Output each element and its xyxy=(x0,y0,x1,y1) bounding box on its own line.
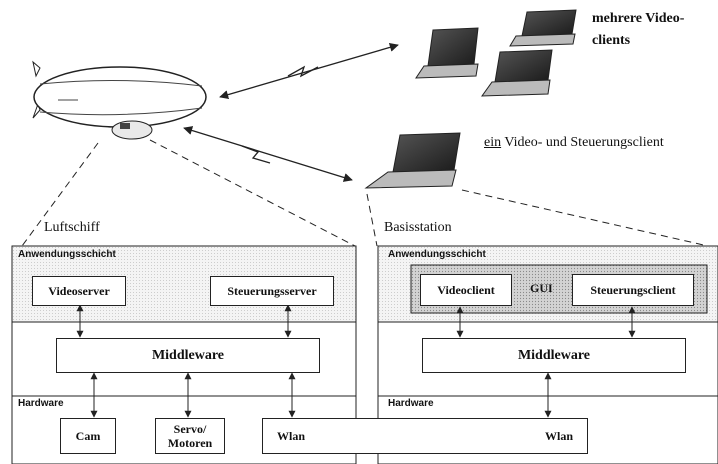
right-wlan-label: Wlan xyxy=(544,428,573,443)
laptop-icon xyxy=(481,49,553,97)
laptop-icon xyxy=(415,27,479,79)
gui-label: GUI xyxy=(530,281,553,295)
right-application-layer-label: Anwendungsschicht xyxy=(388,249,486,260)
servo-motoren-box: Servo/ Motoren xyxy=(155,418,225,454)
wlan-link-box: Wlan Wlan xyxy=(262,418,588,454)
luftschiff-title: Luftschiff xyxy=(44,220,100,235)
left-middleware-box: Middleware xyxy=(56,338,320,373)
laptop-icon xyxy=(509,9,577,47)
right-hardware-layer-label: Hardware xyxy=(388,398,434,409)
videoclient-box: Videoclient xyxy=(420,274,512,306)
steuerungsclient-box: Steuerungsclient xyxy=(572,274,694,306)
right-middleware-box: Middleware xyxy=(422,338,686,373)
airship-icon xyxy=(32,60,207,140)
basisstation-title: Basisstation xyxy=(384,220,452,235)
left-hardware-layer-label: Hardware xyxy=(18,398,64,409)
left-wlan-label: Wlan xyxy=(277,428,306,443)
steuerungsserver-box: Steuerungsserver xyxy=(210,276,334,306)
cam-box: Cam xyxy=(60,418,116,454)
left-application-layer-label: Anwendungsschicht xyxy=(18,249,116,260)
single-client-rest: Video- und Steuerungsclient xyxy=(501,135,664,150)
laptop-icon xyxy=(364,132,461,189)
multi-client-label: mehrere Video- clients xyxy=(592,11,685,48)
single-client-underlined: ein xyxy=(484,135,502,150)
single-client-label: ein Video- und Steuerungsclient xyxy=(484,135,664,151)
videoserver-box: Videoserver xyxy=(32,276,126,306)
